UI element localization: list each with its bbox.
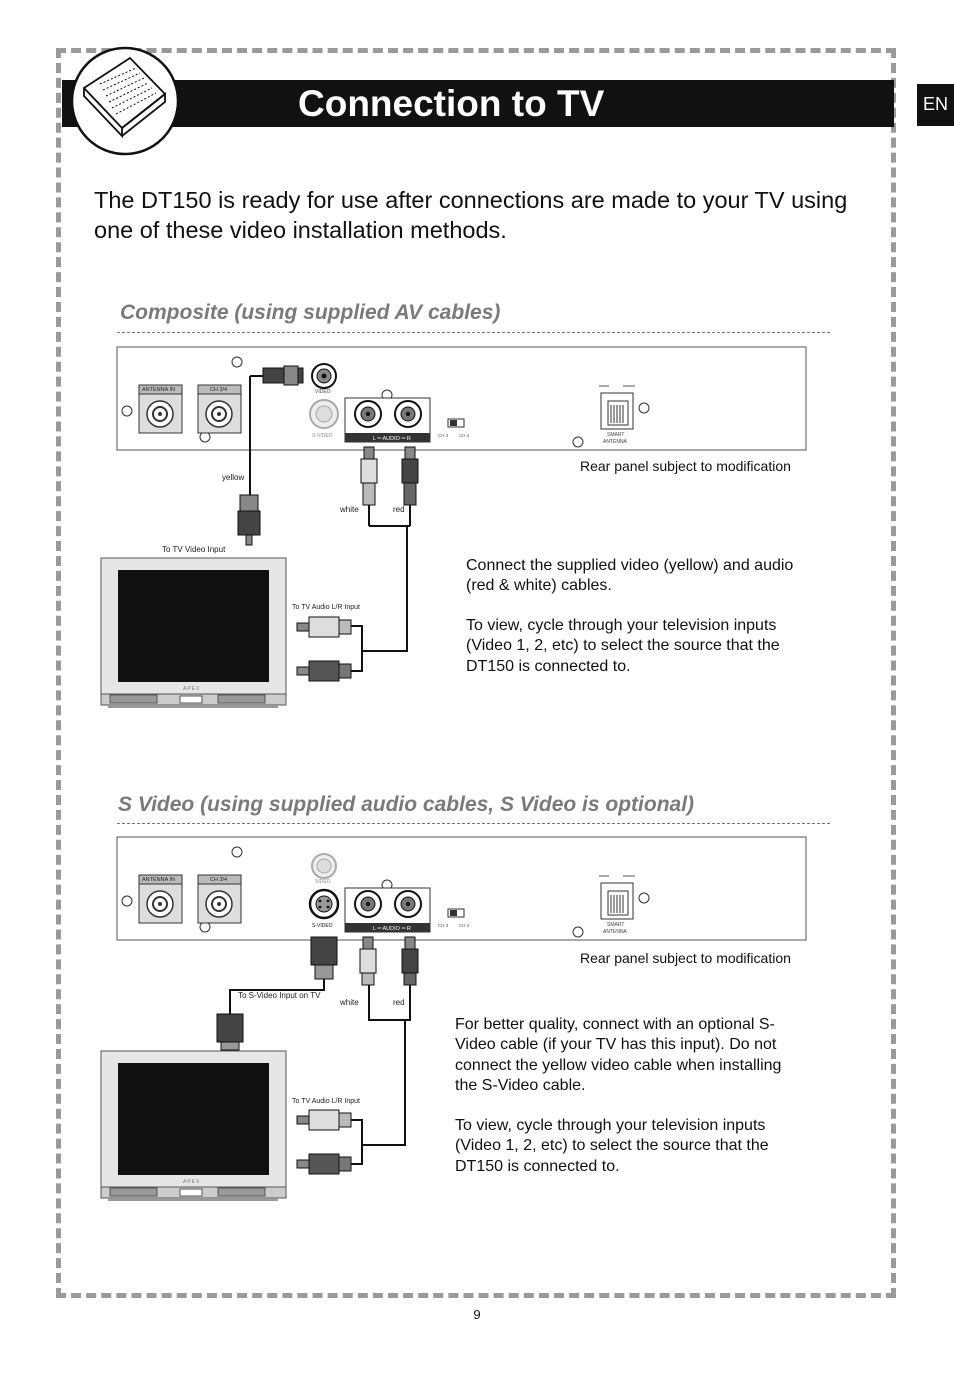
svg-text:APEX: APEX — [183, 1179, 200, 1185]
white-audio-cable — [360, 446, 378, 526]
svideo-cable — [216, 936, 338, 1051]
page-number: 9 — [473, 1307, 481, 1322]
composite-paragraph-1: Connect the supplied video (yellow) and … — [466, 557, 794, 595]
svg-text:VIDEO: VIDEO — [315, 389, 331, 395]
svg-text:S-VIDEO: S-VIDEO — [312, 923, 333, 929]
svg-text:SMART: SMART — [607, 432, 624, 438]
svg-text:L ═ AUDIO ═ R: L ═ AUDIO ═ R — [373, 926, 411, 932]
svg-text:white: white — [339, 998, 359, 1007]
svg-text:APEX: APEX — [183, 686, 200, 692]
svg-text:CH 3: CH 3 — [438, 923, 449, 928]
manual-book-icon — [70, 46, 180, 156]
tv-audio-plugs-svideo — [296, 1109, 352, 1175]
composite-tv: APEX — [100, 557, 287, 708]
title-bar — [62, 80, 894, 127]
svideo-title-lead: S Video — [118, 793, 195, 816]
svideo-title-rest: (using supplied audio cables, S Video is… — [200, 793, 695, 816]
svideo-divider — [117, 823, 830, 824]
composite-section-title: Composite (using supplied AV cables) — [120, 301, 501, 324]
svg-text:red: red — [393, 998, 405, 1007]
svg-text:ANTENNA: ANTENNA — [603, 929, 628, 935]
svg-text:CH 4: CH 4 — [459, 923, 470, 928]
composite-panel-note: Rear panel subject to modification — [580, 458, 791, 474]
page-title: Connection to TV — [298, 83, 605, 124]
svg-text:S-VIDEO: S-VIDEO — [312, 433, 333, 439]
svideo-tv: APEX — [100, 1050, 287, 1201]
tv-audio-plugs-composite — [296, 616, 352, 682]
svideo-white-audio-cable — [359, 936, 377, 986]
svg-text:ANTENNA IN: ANTENNA IN — [142, 387, 175, 393]
svg-text:yellow: yellow — [222, 473, 244, 482]
language-tab: EN — [917, 84, 954, 126]
svg-text:To TV Audio L/R Input: To TV Audio L/R Input — [292, 604, 360, 611]
svg-text:CH 3/4: CH 3/4 — [210, 387, 227, 393]
svg-text:ANTENNA: ANTENNA — [603, 439, 628, 445]
svideo-paragraph-1: For better quality, connect with an opti… — [455, 1016, 782, 1094]
svideo-section-title: S Video (using supplied audio cables, S … — [118, 793, 694, 817]
svg-text:CH 3: CH 3 — [438, 433, 449, 438]
composite-divider — [117, 332, 830, 333]
svideo-paragraph-2: To view, cycle through your television i… — [455, 1117, 769, 1175]
composite-paragraph-2: To view, cycle through your television i… — [466, 617, 780, 675]
svg-text:red: red — [393, 505, 405, 514]
svg-text:white: white — [339, 505, 359, 514]
svg-text:To TV Video Input: To TV Video Input — [162, 545, 226, 554]
yellow-video-cable — [237, 365, 304, 546]
svideo-red-audio-cable — [401, 936, 419, 986]
svg-text:CH 3/4: CH 3/4 — [210, 877, 227, 883]
svg-text:SMART: SMART — [607, 922, 624, 928]
svg-text:To S-Video Input on TV: To S-Video Input on TV — [238, 991, 321, 1000]
page-border — [56, 48, 896, 1298]
intro-text: The DT150 is ready for use after connect… — [94, 187, 848, 243]
svg-text:VIDEO: VIDEO — [315, 879, 331, 885]
svg-text:L ═ AUDIO ═ R: L ═ AUDIO ═ R — [373, 436, 411, 442]
svg-text:ANTENNA IN: ANTENNA IN — [142, 877, 175, 883]
svg-text:To TV Audio L/R Input: To TV Audio L/R Input — [292, 1098, 360, 1105]
red-audio-cable — [401, 446, 419, 526]
svideo-panel-note: Rear panel subject to modification — [580, 950, 791, 966]
svg-text:CH 4: CH 4 — [459, 433, 470, 438]
